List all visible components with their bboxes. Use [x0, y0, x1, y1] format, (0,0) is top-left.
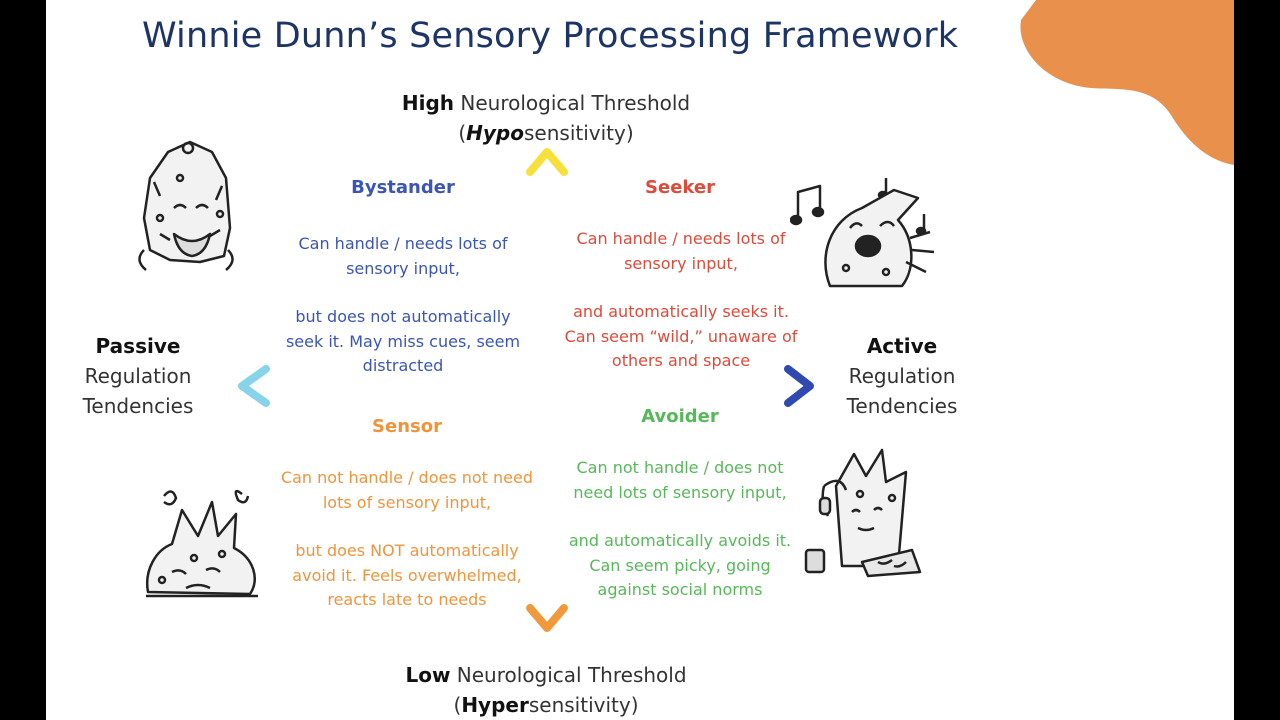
high-threshold-label: High Neurological Threshold (Hyposensiti…: [346, 88, 746, 148]
sensor-title: Sensor: [372, 416, 442, 437]
regulation-word: Regulation: [848, 364, 956, 388]
bystander-title: Bystander: [351, 177, 455, 198]
tendencies-word: Tendencies: [846, 394, 958, 418]
sensor-text-2: but does NOT automatically avoid it. Fee…: [292, 541, 522, 609]
orange-blob-decoration: [1020, 0, 1234, 165]
seeker-description: Can handle / needs lots of sensory input…: [555, 227, 807, 374]
paren-open: (: [453, 693, 462, 717]
avoider-text-2: and automatically avoids it. Can seem pi…: [568, 531, 792, 599]
bystander-text-2: but does not automatically seek it. May …: [285, 307, 521, 375]
low-threshold-text: Neurological Threshold: [450, 663, 687, 687]
avoider-title: Avoider: [641, 406, 719, 427]
avoider-creature-icon: [804, 448, 922, 578]
bystander-description: Can handle / needs lots of sensory input…: [276, 232, 530, 379]
regulation-word: Regulation: [84, 364, 192, 388]
tendencies-word: Tendencies: [82, 394, 194, 418]
seeker-title: Seeker: [645, 177, 715, 198]
avoider-description: Can not handle / does not need lots of s…: [558, 456, 802, 603]
hypersensitivity-suffix: sensitivity): [528, 693, 639, 717]
seeker-creature-icon: [790, 178, 935, 288]
paren-open: (: [458, 121, 467, 145]
avoider-text-1: Can not handle / does not need lots of s…: [573, 458, 787, 502]
sensor-text-1: Can not handle / does not need lots of s…: [280, 468, 534, 512]
hyper-word: Hyper: [461, 693, 529, 717]
vertical-axis-arrow: [526, 148, 568, 632]
active-regulation-label: Active Regulation Tendencies: [832, 331, 972, 421]
horizontal-axis-arrow: [238, 365, 814, 407]
low-threshold-label: Low Neurological Threshold (Hypersensiti…: [346, 660, 746, 720]
active-word: Active: [866, 334, 938, 358]
bystander-text-1: Can handle / needs lots of sensory input…: [298, 234, 508, 278]
hypo-word: Hypo: [466, 121, 524, 145]
seeker-text-2: and automatically seeks it. Can seem “wi…: [564, 302, 798, 370]
high-word: High: [401, 91, 455, 115]
hyposensitivity-suffix: sensitivity): [524, 121, 634, 145]
passive-word: Passive: [95, 334, 181, 358]
high-threshold-text: Neurological Threshold: [454, 91, 691, 115]
sensor-description: Can not handle / does not need lots of s…: [280, 466, 534, 613]
sensor-creature-icon: [145, 489, 258, 598]
slide: Winnie Dunn’s Sensory Processing Framewo…: [46, 0, 1234, 720]
passive-regulation-label: Passive Regulation Tendencies: [68, 331, 208, 421]
low-word: Low: [405, 663, 451, 687]
bystander-creature-icon: [138, 140, 234, 271]
axis-arrows: [238, 148, 814, 632]
seeker-text-1: Can handle / needs lots of sensory input…: [576, 229, 786, 273]
page-title: Winnie Dunn’s Sensory Processing Framewo…: [142, 16, 959, 56]
